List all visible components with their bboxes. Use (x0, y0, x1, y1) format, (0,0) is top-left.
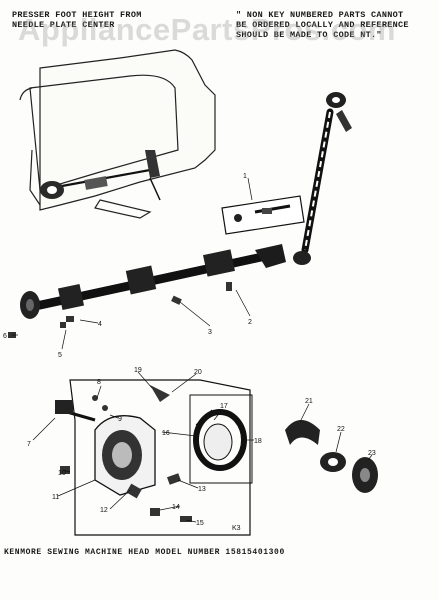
callout-4: 4 (98, 321, 102, 328)
callout-13: 13 (198, 486, 206, 493)
callout-2: 2 (248, 319, 252, 326)
callout-16: 16 (162, 430, 170, 437)
connecting-rod (293, 92, 352, 265)
callout-18: 18 (254, 438, 262, 445)
ordering-note-line-3: SHOULD BE MADE TO CODE NT." (236, 30, 382, 40)
callout-21: 21 (305, 398, 313, 405)
callout-leaders (12, 177, 373, 523)
lower-shaft-assembly (20, 244, 286, 319)
callout-17: 17 (220, 403, 228, 410)
callout-12: 12 (100, 507, 108, 514)
callout-20: 20 (194, 369, 202, 376)
presser-foot-note-line-2: NEEDLE PLATE CENTER (12, 20, 115, 30)
model-caption: KENMORE SEWING MACHINE HEAD MODEL NUMBER… (4, 548, 285, 557)
callout-14: 14 (172, 504, 180, 511)
bobbin-detail-frame (69, 379, 253, 536)
hook-race (285, 420, 320, 445)
callout-19: 19 (134, 367, 142, 374)
callout-11: 11 (52, 494, 59, 501)
callout-5: 5 (58, 352, 62, 359)
ordering-note-line-1: " NON KEY NUMBERED PARTS CANNOT (236, 10, 404, 20)
callout-7: 7 (27, 441, 31, 448)
callout-1: 1 (243, 173, 247, 180)
callout-10: 10 (58, 470, 66, 477)
callout-numbers: 1 2 3 4 5 6 7 8 9 10 11 12 13 14 15 16 1… (3, 173, 376, 532)
machine-head-outline (19, 49, 216, 219)
bracket-plate (221, 195, 305, 235)
upper-shaft-assembly (39, 150, 161, 201)
ordering-note-line-2: BE ORDERED LOCALLY AND REFERENCE (236, 20, 409, 30)
bobbin-holder (352, 457, 378, 493)
presser-foot-note-line-1: PRESSER FOOT HEIGHT FROM (12, 10, 142, 20)
detail-tag: K3 (232, 525, 241, 532)
callout-9: 9 (118, 416, 122, 423)
bobbin-case (193, 409, 247, 471)
callout-8: 8 (97, 379, 101, 386)
callout-15: 15 (196, 520, 204, 527)
shuttle-body (55, 400, 156, 496)
bobbin (320, 452, 346, 472)
callout-3: 3 (208, 329, 212, 336)
lower-small-parts (60, 385, 192, 522)
callout-22: 22 (337, 426, 345, 433)
callout-6: 6 (3, 333, 7, 340)
callout-23: 23 (368, 450, 376, 457)
